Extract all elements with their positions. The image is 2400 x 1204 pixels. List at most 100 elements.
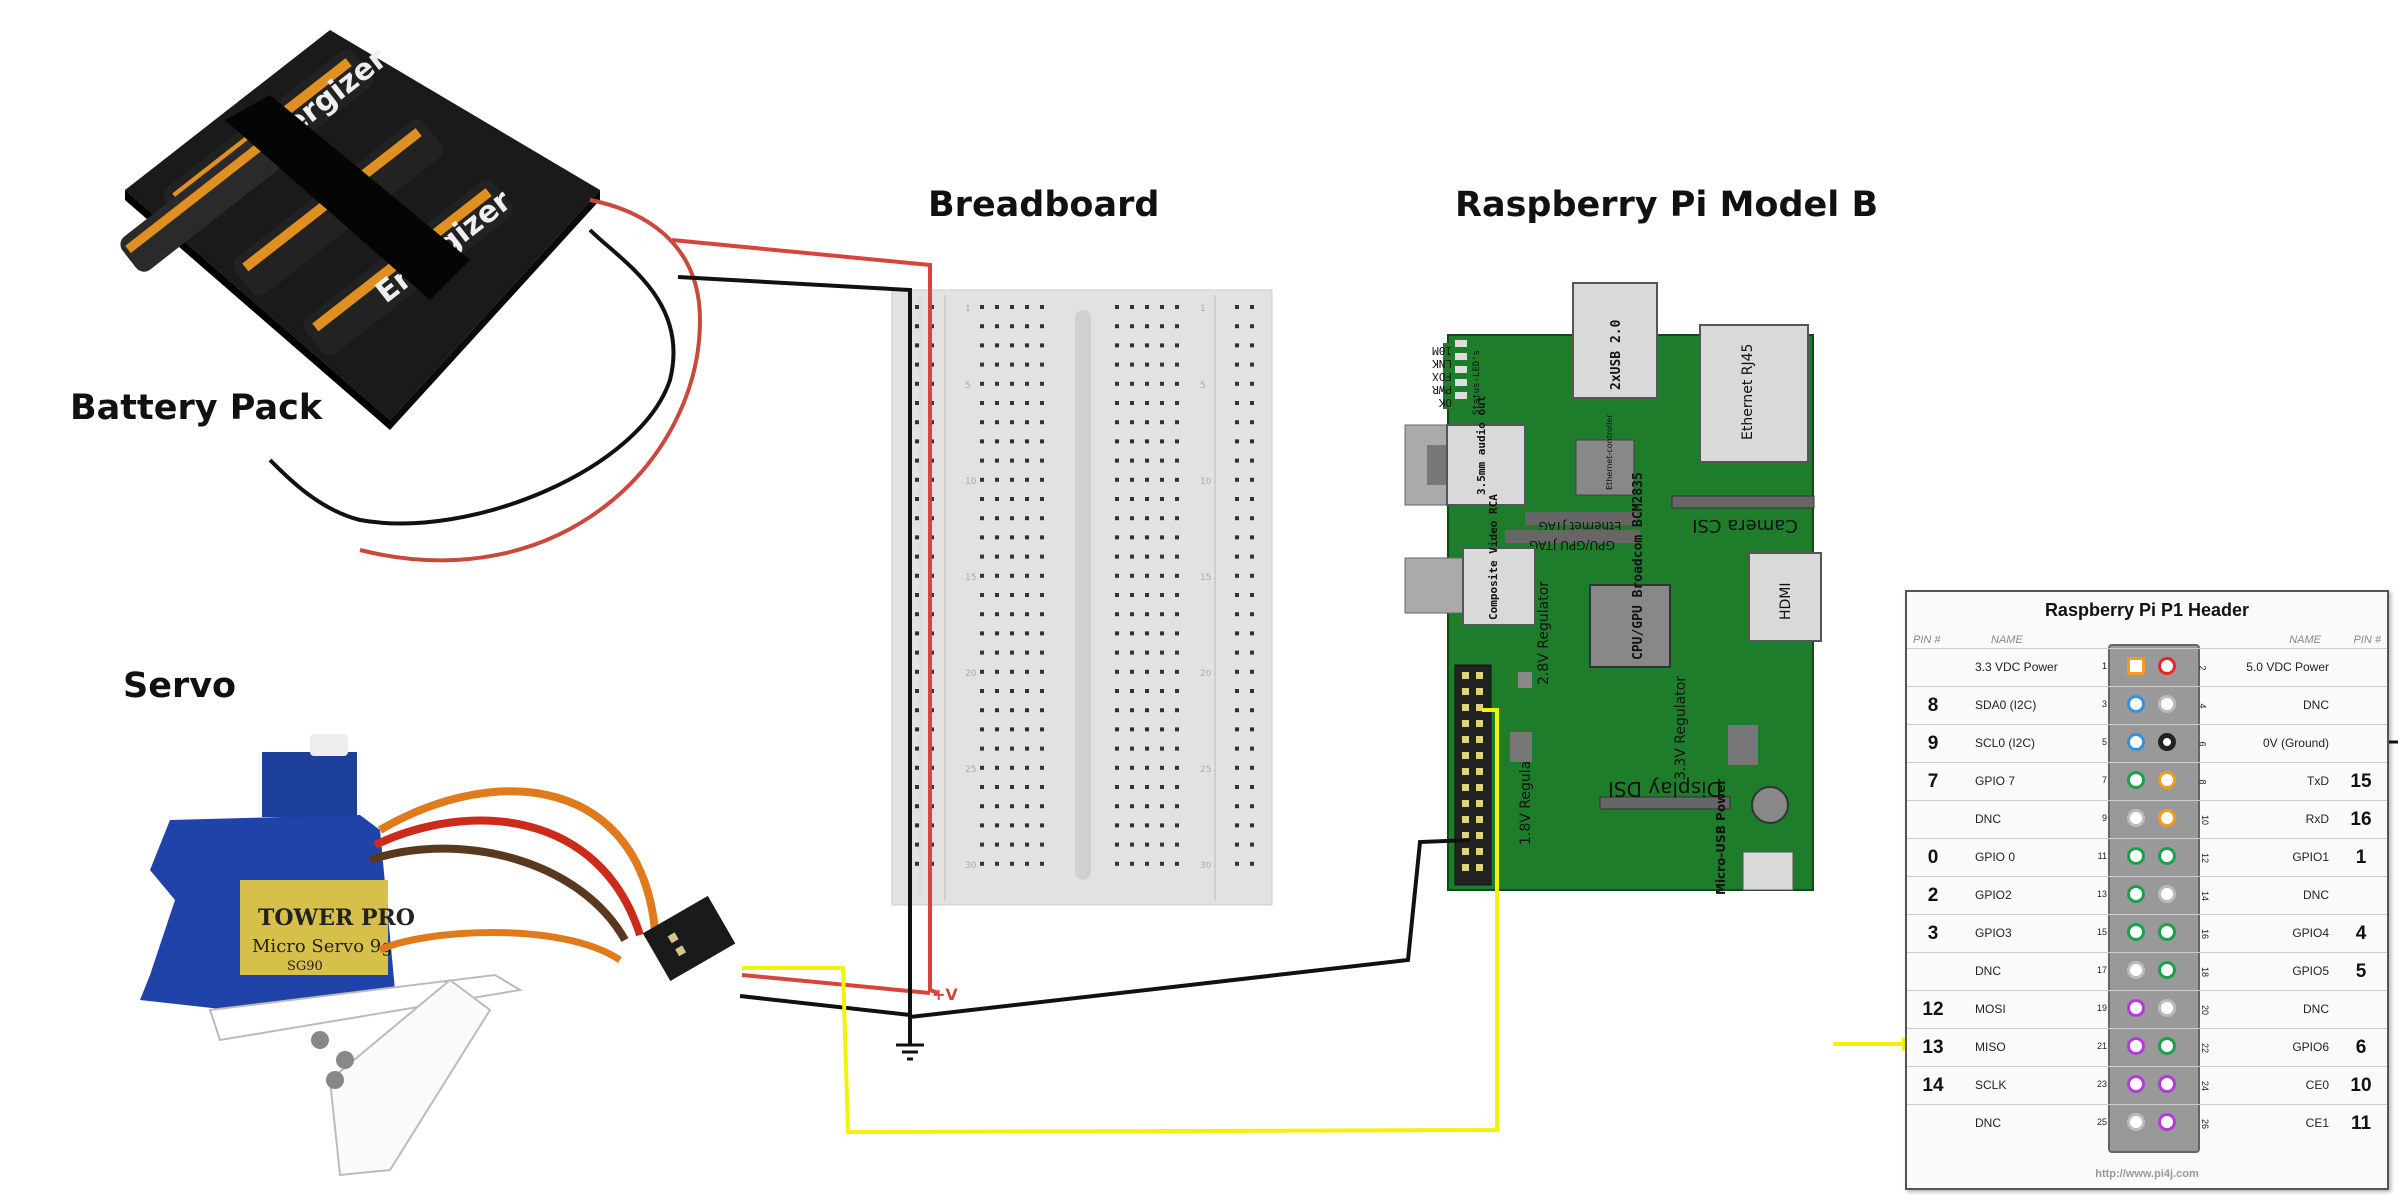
breadboard-hole [1010,477,1014,482]
pin-dot-right [2158,999,2176,1017]
breadboard-hole [995,458,999,463]
pin-dot-right [2158,1113,2176,1131]
breadboard-hole [1250,708,1254,713]
breadboard-hole [915,362,919,367]
breadboard-hole [980,497,984,501]
breadboard-hole [1130,516,1134,521]
breadboard-hole [1160,612,1164,617]
pin-number-left: 9 [2101,813,2107,823]
breadboard-hole [980,861,984,866]
breadboard-hole [1115,516,1119,521]
breadboard-hole [1175,420,1179,425]
breadboard-hole [995,708,999,713]
breadboard-hole [1235,746,1239,751]
breadboard-hole [995,362,999,367]
breadboard-hole [1175,631,1179,636]
breadboard-hole [1160,343,1164,348]
breadboard-hole [980,804,984,809]
pin-dot-right [2158,885,2176,903]
breadboard-hole [995,612,999,617]
pin-name-right: GPIO4 [2292,926,2329,940]
breadboard-hole [1025,362,1029,367]
breadboard-hole [1130,631,1134,636]
breadboard-hole [980,612,984,617]
status-led [1455,340,1467,347]
breadboard-hole [1115,689,1119,693]
gpio-pin [1462,784,1469,791]
breadboard-hole [1160,708,1164,713]
breadboard-hole [980,554,984,559]
breadboard-hole [1175,785,1179,789]
ethernet-jtag-label: Ethernet JTAG [1539,519,1622,533]
breadboard-hole [1115,554,1119,559]
pin-name-right: 5.0 VDC Power [2246,660,2329,674]
breadboard-hole [1115,593,1119,597]
wiringpi-number-left: 7 [1927,771,1939,792]
camera-label: Camera CSI [1692,515,1798,536]
breadboard-hole [915,785,919,789]
breadboard-hole [1115,439,1119,444]
pin-number-left: 23 [2096,1079,2107,1089]
breadboard-hole [1250,439,1254,444]
gpio-pin [1462,736,1469,743]
breadboard-hole [1115,343,1119,348]
breadboard-hole [1025,439,1029,444]
col-pin-left: PIN # [1913,634,1941,646]
breadboard-hole [995,324,999,329]
breadboard-hole [1145,497,1149,501]
pin-name-left: 3.3 VDC Power [1975,660,2058,674]
breadboard-hole [915,612,919,617]
gpio-pin [1462,752,1469,759]
breadboard-hole [1040,708,1044,713]
breadboard-hole [1025,573,1029,578]
pin-number-left: 1 [2101,661,2107,671]
pin-name-right: DNC [2303,888,2329,902]
breadboard-hole [1115,708,1119,713]
breadboard-hole [1010,669,1014,674]
breadboard-hole [1145,593,1149,597]
pin-number-right: 2 [2197,665,2208,671]
breadboard-hole [1145,842,1149,847]
breadboard-hole [1115,765,1119,770]
breadboard-hole [1175,823,1179,828]
breadboard-hole [980,420,984,425]
breadboard-hole [1145,631,1149,636]
breadboard-hole [1235,401,1239,405]
breadboard-hole [1040,573,1044,578]
gpio-pin [1476,720,1483,727]
breadboard-hole [915,343,919,348]
gpio-pin [1462,816,1469,823]
breadboard-row-label: 1 [965,304,971,314]
breadboard-hole [1130,669,1134,674]
breadboard-hole [995,420,999,425]
wires: +V [671,238,2398,1135]
breadboard-hole [1175,516,1179,521]
breadboard-hole [1025,535,1029,540]
gpio-pin [1462,672,1469,679]
breadboard-hole [1235,420,1239,425]
breadboard-hole [1235,612,1239,617]
breadboard-hole [1235,381,1239,386]
breadboard-hole [1250,554,1254,559]
breadboard-hole [1175,669,1179,674]
breadboard-hole [1130,362,1134,367]
status-leds-label: Status-LED's [1472,350,1482,415]
pin-name-right: GPIO1 [2292,850,2329,864]
battery-pack: Energizer Energizer [120,30,703,563]
breadboard-hole [1235,324,1239,329]
breadboard-row-label: 25 [965,765,976,775]
breadboard-hole [1115,612,1119,617]
breadboard-hole [1025,785,1029,789]
breadboard-hole [1235,785,1239,789]
breadboard-hole [1040,804,1044,809]
wiringpi-number-right: 10 [2350,1075,2372,1096]
breadboard-hole [1010,823,1014,828]
breadboard-hole [980,535,984,540]
breadboard-hole [980,381,984,386]
breadboard-hole [1160,516,1164,521]
pin-name-right: DNC [2303,1002,2329,1016]
pin-name-left: MISO [1975,1040,2006,1054]
